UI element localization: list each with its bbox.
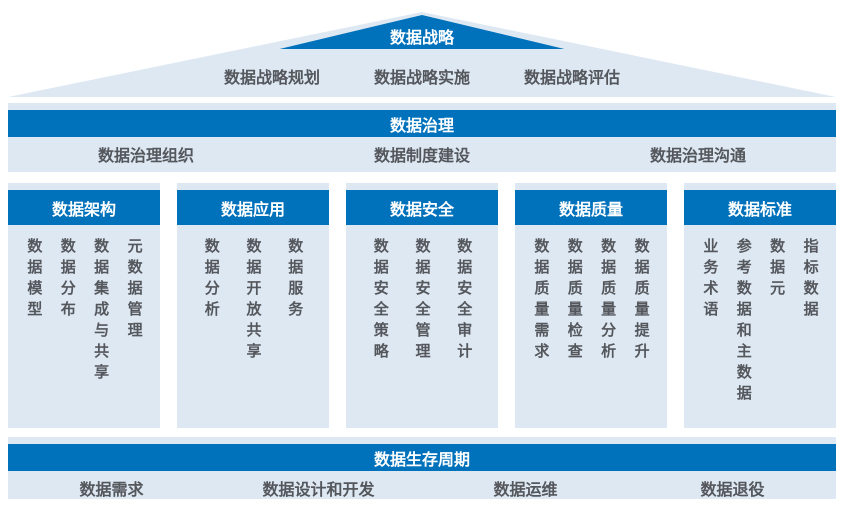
pillar-items: 业务术语 参考数据和主数据 数据元 指标数据	[684, 225, 836, 428]
pillar-title-bar: 数据标准	[684, 190, 836, 225]
pillar-items: 数据质量需求 数据质量检查 数据质量分析 数据质量提升	[515, 225, 667, 428]
pillar-item: 数据集成与共享	[92, 238, 111, 385]
strategy-item: 数据战略规划	[223, 68, 320, 87]
pillar-items: 数据分析 数据开放共享 数据服务	[177, 225, 329, 428]
pillar-title: 数据应用	[220, 199, 285, 219]
pillar-item: 数据质量分析	[599, 238, 618, 364]
governance-title: 数据治理	[389, 115, 454, 135]
pillar-item: 数据分析	[202, 238, 221, 322]
pillar-title: 数据安全	[389, 199, 454, 219]
pillar-item: 元数据管理	[125, 238, 144, 343]
strategy-title-banner: 数据战略	[279, 15, 565, 49]
pillar-title: 数据标准	[727, 199, 792, 219]
pillar-item: 数据分布	[58, 238, 77, 322]
pillar-title: 数据架构	[51, 199, 116, 219]
pillar-title-bar: 数据架构	[8, 190, 160, 225]
pillar-data-application: 数据应用 数据分析 数据开放共享 数据服务	[177, 183, 329, 428]
pillar-item: 数据开放共享	[244, 238, 263, 364]
pillar-items: 数据模型 数据分布 数据集成与共享 元数据管理	[8, 225, 160, 428]
pillar-item: 数据元	[768, 238, 787, 301]
capability-pillars: 数据架构 数据模型 数据分布 数据集成与共享 元数据管理 数据应用 数据分析 数…	[8, 183, 836, 428]
governance-items: 数据治理组织 数据制度建设 数据治理沟通	[8, 137, 836, 170]
strategy-title: 数据战略	[389, 28, 454, 47]
pillar-item: 参考数据和主数据	[734, 238, 753, 406]
pillar-item: 数据质量需求	[532, 238, 551, 364]
pillar-item: 数据质量检查	[565, 238, 584, 364]
pillar-data-architecture: 数据架构 数据模型 数据分布 数据集成与共享 元数据管理	[8, 183, 160, 428]
pillar-data-quality: 数据质量 数据质量需求 数据质量检查 数据质量分析 数据质量提升	[515, 183, 667, 428]
pillar-item: 数据模型	[25, 238, 44, 322]
lifecycle-title-bar: 数据生存周期	[8, 444, 836, 471]
governance-item: 数据治理组织	[97, 145, 194, 165]
governance-item: 数据治理沟通	[649, 145, 746, 165]
lifecycle-item: 数据设计和开发	[262, 479, 375, 499]
governance-title-bar: 数据治理	[8, 110, 836, 137]
strategy-items: 数据战略规划 数据战略实施 数据战略评估	[8, 64, 836, 88]
pillar-item: 数据安全管理	[413, 238, 432, 364]
strategy-item: 数据战略评估	[524, 68, 621, 87]
pillar-item: 数据服务	[286, 238, 305, 322]
governance-item: 数据制度建设	[373, 145, 470, 165]
governance-section: 数据治理 数据治理组织 数据制度建设 数据治理沟通	[8, 103, 836, 172]
pillar-data-standards: 数据标准 业务术语 参考数据和主数据 数据元 指标数据	[684, 183, 836, 428]
pillar-title: 数据质量	[558, 199, 623, 219]
lifecycle-title: 数据生存周期	[373, 449, 470, 469]
pillar-data-security: 数据安全 数据安全策略 数据安全管理 数据安全审计	[346, 183, 498, 428]
lifecycle-section: 数据生存周期 数据需求 数据设计和开发 数据运维 数据退役	[8, 437, 836, 499]
pillar-title-bar: 数据安全	[346, 190, 498, 225]
lifecycle-item: 数据运维	[493, 479, 558, 499]
lifecycle-item: 数据退役	[700, 479, 765, 499]
pillar-title-bar: 数据质量	[515, 190, 667, 225]
pillar-item: 业务术语	[701, 238, 720, 322]
lifecycle-items: 数据需求 数据设计和开发 数据运维 数据退役	[8, 471, 836, 504]
pillar-title-bar: 数据应用	[177, 190, 329, 225]
pillar-item: 指标数据	[801, 238, 820, 322]
pillar-item: 数据安全审计	[455, 238, 474, 364]
pillar-item: 数据安全策略	[371, 238, 390, 364]
strategy-item: 数据战略实施	[373, 68, 470, 87]
pillar-items: 数据安全策略 数据安全管理 数据安全审计	[346, 225, 498, 428]
lifecycle-item: 数据需求	[79, 479, 144, 499]
strategy-roof: 数据战略 数据战略规划 数据战略实施 数据战略评估	[8, 12, 836, 97]
pillar-item: 数据质量提升	[632, 238, 651, 364]
